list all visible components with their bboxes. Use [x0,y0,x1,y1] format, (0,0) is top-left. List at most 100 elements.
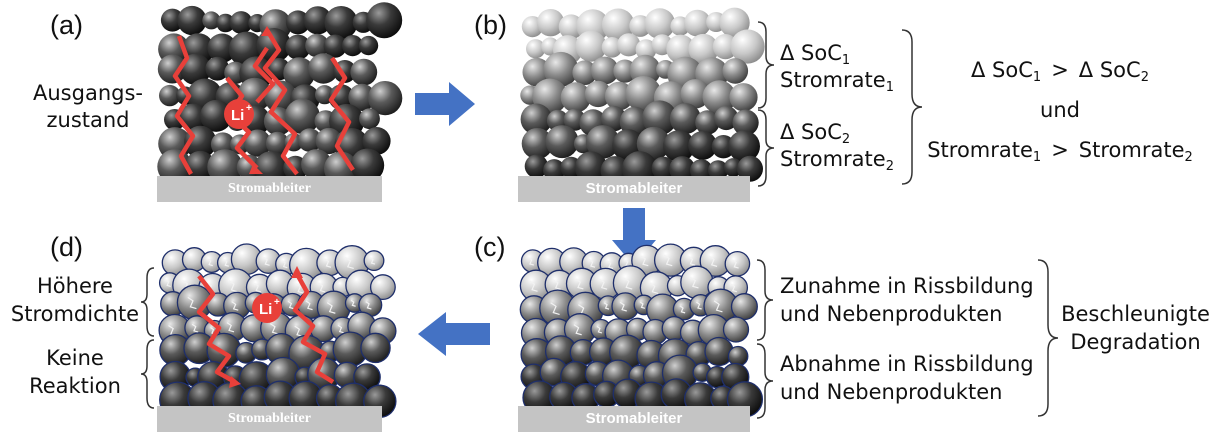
relation-line2-right: Stromrate [1078,138,1185,162]
crack [599,278,608,290]
particle [205,56,230,81]
particle [207,149,243,185]
crack [529,280,538,292]
b-upper-rate: Stromrate [780,68,886,92]
crack [596,325,603,334]
particle [323,34,347,58]
crack [679,305,686,314]
particle [285,10,310,35]
crack [623,277,633,290]
d-upper-line2: Stromdichte [10,302,140,326]
crack [527,257,535,266]
electrode-c-particles [519,243,764,418]
c-conclusion-line2: Degradation [1070,330,1201,354]
crack [287,300,294,310]
particle [688,33,719,65]
particle [285,34,311,60]
crack [344,256,354,270]
crack [640,255,649,267]
particle [574,151,608,184]
particle [704,336,734,367]
electrode-b-particles [520,7,765,187]
particle [229,11,253,34]
particle [584,80,612,108]
crack [588,259,596,268]
particle [724,250,751,277]
particle [359,108,380,130]
panel-a-side-line1: Ausgangs- [33,81,143,105]
current-collector-c: Stromableiter [518,406,750,432]
crack [263,256,270,266]
particle [362,127,391,155]
b-upper-delta-sub: 1 [841,53,851,68]
crack [709,255,718,267]
c-upper-line1: Zunahme in Rissbildung [780,274,1034,298]
particle [358,35,379,56]
crack [207,258,213,267]
particle [303,6,332,35]
particle [216,13,235,33]
electrode-a: Li + [157,2,403,187]
crack [305,300,313,311]
c-lower-text: Abnahme in Rissbildung und Nebenprodukte… [780,350,1034,406]
relation-line2-op: > [1051,138,1069,162]
d-upper-text: Höhere Stromdichte [10,272,140,328]
crack [187,296,197,310]
particle [688,131,717,160]
crack [337,324,344,334]
relation-line2: Stromrate1>Stromrate2 [925,130,1195,170]
particle [157,54,187,84]
crack [732,259,739,269]
d-lower-line2: Reaktion [29,374,121,398]
particle [728,130,760,163]
particle [368,81,403,116]
crack [165,279,171,287]
crack [730,283,738,293]
particle [722,58,749,84]
particle [521,128,553,160]
particle [601,8,635,42]
particle [360,332,391,364]
particle [708,160,729,181]
current-collector-b: Stromableiter [518,176,750,202]
bracket-c-lower [756,343,774,419]
crack [575,278,584,290]
particle [585,125,620,159]
particle [732,109,759,136]
crack [324,258,332,268]
panel-d-label: (d) [50,232,83,262]
crack [690,276,699,289]
particle [680,79,710,109]
particle [680,265,714,300]
particle [572,60,597,85]
particle [722,316,750,343]
b-upper-rate-sub: 1 [885,80,894,95]
crack [350,299,356,307]
ion-paths-a: Li + [172,26,355,176]
b-upper-text: Δ SoC1 Stromrate1 [780,40,894,94]
crack [606,260,614,270]
crack [550,302,560,315]
crack [228,280,238,293]
particle [575,30,607,62]
c-upper-text: Zunahme in Rissbildung und Nebenprodukte… [780,272,1034,328]
particle [342,35,364,57]
relation-line1-right-sub: 2 [1140,70,1149,85]
particle [244,129,272,157]
relation-line2-left: Stromrate [927,138,1033,162]
relation-line2-right-sub: 2 [1184,150,1193,165]
particle [524,154,549,178]
particle [644,8,676,39]
particle [350,58,378,86]
particle [719,7,750,38]
particle [695,110,720,135]
d-lower-line1: Keine [46,346,104,370]
panel-a-label: (a) [50,10,83,40]
panel-a-side-text: Ausgangs- zustand [28,80,148,134]
crack [619,301,627,312]
particle [684,9,711,37]
d-lower-text: Keine Reaktion [10,344,140,400]
particle [207,33,237,63]
current-collector-d: Stromableiter [157,406,382,432]
arrow-left-icon [418,312,490,356]
